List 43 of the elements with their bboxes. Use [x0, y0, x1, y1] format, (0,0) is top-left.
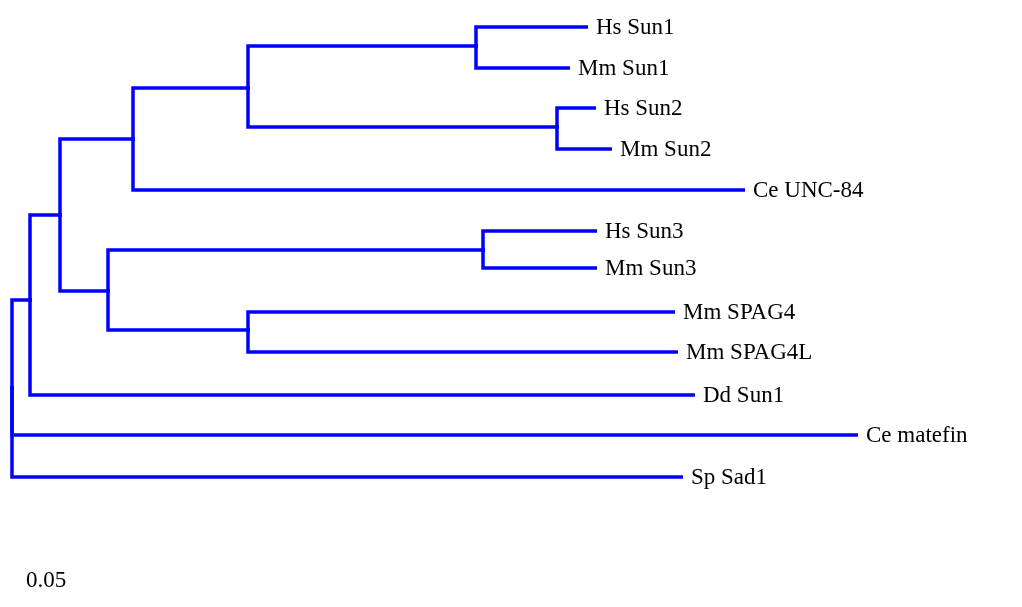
branch-point	[555, 125, 559, 129]
taxon-label: Mm Sun3	[597, 254, 697, 282]
branch-point	[246, 86, 250, 90]
tree-branch	[10, 298, 30, 388]
taxon-label: Hs Sun2	[596, 94, 683, 122]
tree-branch	[555, 127, 612, 151]
taxon-label: Mm Sun1	[570, 54, 670, 82]
tree-branch	[474, 46, 570, 70]
tree-branch	[555, 106, 596, 127]
taxon-label: Mm SPAG4L	[678, 338, 813, 366]
branch-point	[106, 289, 110, 293]
tree-branch	[58, 215, 108, 293]
taxon-label: Hs Sun1	[588, 13, 675, 41]
taxon-label: Sp Sad1	[683, 463, 768, 491]
taxon-label: Dd Sun1	[695, 381, 785, 409]
branch-point	[481, 248, 485, 252]
branch-point	[474, 44, 478, 48]
tree-branch	[131, 139, 745, 192]
tree-branch	[10, 388, 683, 479]
tree-branch	[481, 250, 597, 270]
tree-branch	[474, 25, 588, 46]
taxon-label: Hs Sun3	[597, 217, 684, 245]
taxon-label: Ce matefin	[858, 421, 968, 449]
tree-branch	[28, 300, 695, 397]
taxon-label: Ce UNC-84	[745, 176, 864, 204]
tree-branch	[246, 88, 557, 129]
tree-branch	[58, 137, 133, 215]
tree-branch	[106, 248, 483, 291]
branch-point	[131, 137, 135, 141]
tree-branch	[106, 291, 248, 332]
tree-branch	[131, 86, 248, 139]
tree-branch	[246, 330, 678, 354]
branch-point	[58, 213, 62, 217]
taxon-label: Mm SPAG4	[675, 298, 796, 326]
tree-branch	[246, 44, 476, 88]
tree-branch	[481, 229, 597, 250]
branch-point	[246, 328, 250, 332]
tree-branch	[28, 213, 60, 300]
branch-point	[10, 386, 14, 390]
taxon-label: Mm Sun2	[612, 135, 712, 163]
branch-point	[28, 298, 32, 302]
scale-label: 0.05	[26, 566, 67, 594]
tree-branch	[246, 310, 675, 330]
